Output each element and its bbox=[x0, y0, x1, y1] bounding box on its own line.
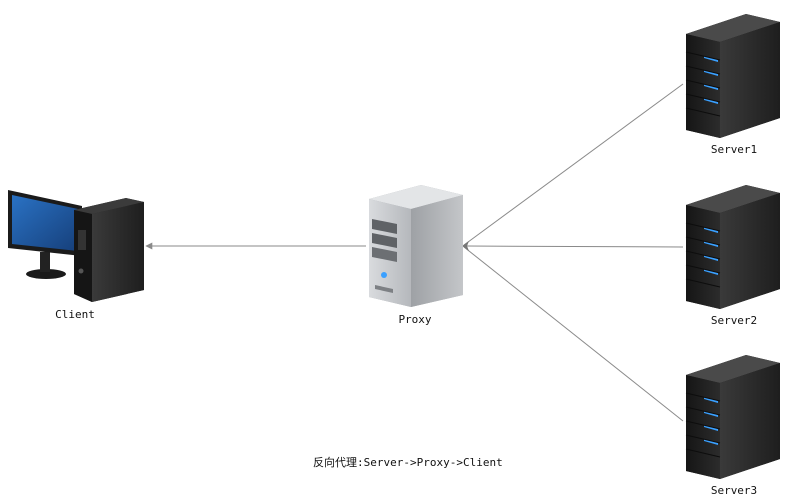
rack-server-icon-server3 bbox=[685, 355, 780, 479]
rack-server-icon-server2 bbox=[685, 185, 780, 309]
tower-server-icon bbox=[369, 185, 463, 307]
diagram-caption: 反向代理:Server->Proxy->Client bbox=[313, 456, 503, 469]
server3-label: Server3 bbox=[710, 484, 758, 497]
server2-label: Server2 bbox=[710, 314, 758, 327]
connector-server1-to-proxy bbox=[463, 83, 684, 246]
proxy-label: Proxy bbox=[398, 313, 432, 326]
connectors bbox=[145, 83, 684, 422]
server1-label: Server1 bbox=[710, 143, 758, 156]
proxy-join-arrowhead bbox=[462, 241, 469, 251]
rack-server-icon-server1 bbox=[685, 14, 780, 138]
connector-server3-to-proxy bbox=[463, 246, 684, 422]
connector-server2-to-proxy bbox=[465, 245, 684, 248]
client-label: Client bbox=[55, 308, 95, 321]
desktop-computer-icon bbox=[8, 190, 144, 302]
